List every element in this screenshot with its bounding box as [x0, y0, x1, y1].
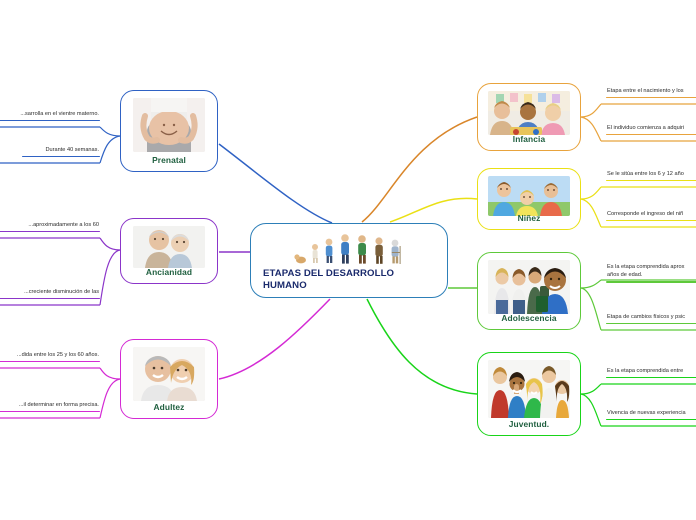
leaf-ninez-2-rule	[606, 219, 696, 222]
life-stages-illustration-icon	[294, 234, 401, 264]
prenatal-label: Prenatal	[152, 155, 186, 165]
connector-prenatal-leaf-2	[99, 135, 121, 164]
central-topic-title: ETAPAS DEL DESARROLLO HUMANO	[263, 268, 395, 291]
juventud-label: Juventud.	[508, 419, 550, 429]
central-topic-node[interactable]: ETAPAS DEL DESARROLLO HUMANO	[250, 223, 448, 298]
infancia-image	[488, 91, 570, 135]
leaf-juventud-1-text: Es la etapa comprendida entre	[607, 368, 684, 374]
leaf-prenatal-1-rule	[0, 119, 100, 122]
leaf-adolescencia-1-text: Es la etapa comprendida aprox años de ed…	[607, 264, 685, 279]
leaf-infancia-1-text: Etapa entre el nacimiento y los	[607, 88, 684, 94]
branch-node-adultez[interactable]: Adultez	[120, 339, 218, 419]
leaf-ancianidad-2[interactable]: ...creciente disminución de las	[0, 288, 100, 300]
connector-adultez-leaf-1	[99, 367, 121, 380]
leaf-ancianidad-2-rule	[0, 297, 100, 300]
leaf-adolescencia-2-text: Etapa de cambios físicos y psic	[607, 314, 686, 320]
leaf-adolescencia-2[interactable]: Etapa de cambios físicos y psic	[606, 313, 696, 325]
leaf-infancia-1-rule	[606, 96, 696, 99]
leaf-juventud-2[interactable]: Vivencia de nuevas experiencia	[606, 409, 696, 421]
adultez-image	[133, 347, 205, 401]
branch-node-prenatal[interactable]: Prenatal	[120, 90, 218, 172]
leaf-ancianidad-1[interactable]: ...aproximadamente a los 60	[0, 221, 100, 233]
connector-juventud-leaf-1	[580, 383, 602, 395]
connector-ninez-leaf-1	[580, 186, 602, 200]
leaf-adolescencia-2-rule	[606, 322, 696, 325]
leaf-ninez-1-rule	[606, 179, 696, 182]
adolescencia-label: Adolescencia	[501, 313, 557, 323]
leaf-infancia-2-text: El individuo comienza a adquiri	[607, 125, 685, 131]
leaf-juventud-1-rule	[606, 376, 696, 379]
leaf-prenatal-2-text: Durante 40 semanas.	[45, 147, 99, 153]
leaf-ninez-2-text: Corresponde el ingreso del niñ	[607, 211, 684, 217]
connector-juventud-leaf-2	[580, 393, 602, 427]
leaf-prenatal-2[interactable]: Durante 40 semanas.	[22, 146, 100, 158]
leaf-adultez-1[interactable]: ...dida entre los 25 y los 60 años.	[0, 351, 100, 363]
branch-node-infancia[interactable]: Infancia	[477, 83, 581, 151]
prenatal-image	[133, 98, 205, 152]
leaf-prenatal-2-rule	[22, 155, 100, 158]
connector-prenatal-leaf-1	[99, 126, 121, 137]
connector-adultez	[218, 298, 331, 380]
leaf-infancia-2[interactable]: El individuo comienza a adquiri	[606, 124, 696, 136]
ancianidad-image	[133, 226, 205, 268]
leaf-adolescencia-1-rule	[606, 281, 696, 283]
connector-ancianidad-leaf-2	[99, 249, 121, 306]
branch-node-ancianidad[interactable]: Ancianidad	[120, 218, 218, 284]
leaf-ancianidad-1-text: ...aproximadamente a los 60	[28, 222, 99, 228]
leaf-infancia-2-rule	[606, 133, 696, 136]
leaf-prenatal-1-text: ...sarrolla en el vientre materno.	[20, 111, 99, 117]
leaf-juventud-2-text: Vivencia de nuevas experiencia	[607, 410, 686, 416]
connector-infancia-leaf-2	[580, 116, 602, 142]
connector-adultez-leaf-2	[99, 378, 121, 419]
leaf-adultez-2-rule	[0, 410, 100, 413]
infancia-label: Infancia	[512, 134, 546, 144]
connector-adolescencia-leaf-2	[580, 287, 602, 331]
leaf-adolescencia-1[interactable]: Es la etapa comprendida aprox años de ed…	[606, 263, 696, 283]
branch-node-adolescencia[interactable]: Adolescencia	[477, 252, 581, 330]
adolescencia-image	[488, 260, 570, 314]
leaf-adultez-1-text: ...dida entre los 25 y los 60 años.	[16, 352, 99, 358]
leaf-adultez-2[interactable]: ...il determinar en forma precisa.	[0, 401, 100, 413]
leaf-juventud-2-rule	[606, 418, 696, 421]
leaf-ancianidad-2-text: ...creciente disminución de las	[24, 289, 99, 295]
connector-infancia-leaf-1	[580, 103, 602, 118]
ninez-label: Niñez	[517, 213, 541, 223]
connector-adolescencia-leaf-1	[580, 279, 602, 289]
leaf-ancianidad-1-rule	[0, 230, 100, 233]
connector-infancia	[361, 116, 478, 223]
leaf-ninez-2[interactable]: Corresponde el ingreso del niñ	[606, 210, 696, 222]
leaf-prenatal-1[interactable]: ...sarrolla en el vientre materno.	[0, 110, 100, 122]
juventud-image	[488, 360, 570, 418]
leaf-ninez-1[interactable]: Se le sitúa entre los 6 y 12 año	[606, 170, 696, 182]
leaf-ninez-1-text: Se le sitúa entre los 6 y 12 año	[607, 171, 684, 177]
ancianidad-label: Ancianidad	[145, 267, 193, 277]
connector-ninez-leaf-2	[580, 198, 602, 228]
adultez-label: Adultez	[153, 402, 185, 412]
connector-prenatal	[218, 143, 333, 224]
ninez-image	[488, 176, 570, 216]
branch-node-juventud[interactable]: Juventud.	[477, 352, 581, 436]
leaf-infancia-1[interactable]: Etapa entre el nacimiento y los	[606, 87, 696, 99]
leaf-adultez-2-text: ...il determinar en forma precisa.	[18, 402, 99, 408]
connector-juventud	[366, 298, 478, 395]
connector-ninez	[389, 197, 478, 223]
leaf-juventud-1[interactable]: Es la etapa comprendida entre	[606, 367, 696, 379]
connector-ancianidad-leaf-1	[99, 237, 121, 251]
leaf-adultez-1-rule	[0, 360, 100, 363]
branch-node-ninez[interactable]: Niñez	[477, 168, 581, 230]
